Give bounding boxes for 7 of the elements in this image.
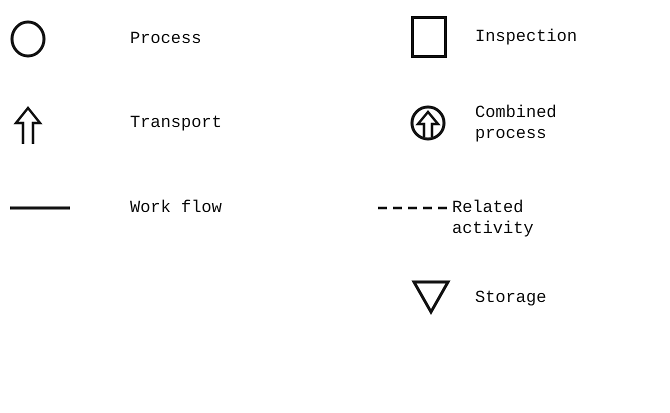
- legend-text: Work flow: [130, 198, 223, 219]
- legend-text: Process: [130, 29, 202, 50]
- legend-text: Storage: [475, 288, 548, 309]
- legend-text: Inspection: [475, 27, 578, 48]
- legend-text: Combined process: [475, 103, 558, 145]
- legend-text: Related activity: [452, 198, 535, 240]
- legend-text: Transport: [130, 113, 223, 134]
